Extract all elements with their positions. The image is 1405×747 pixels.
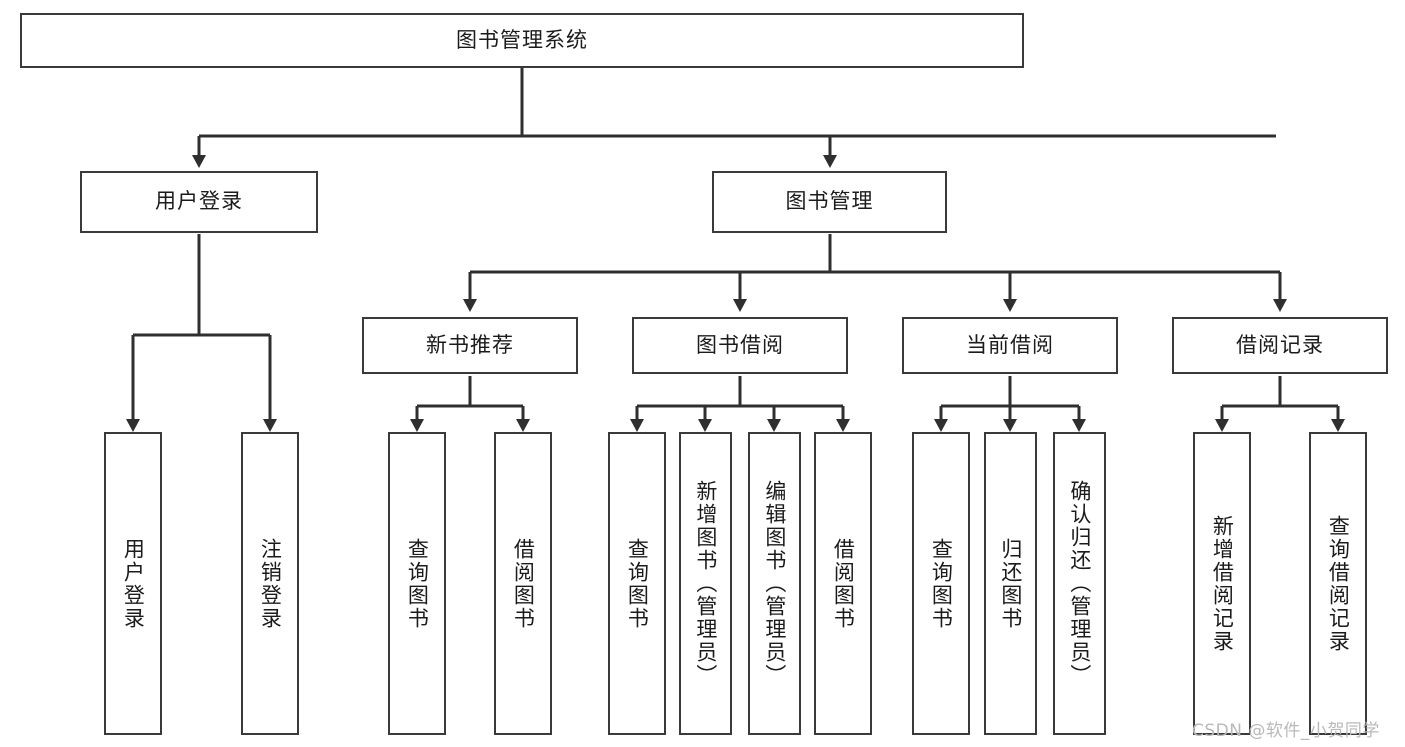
node-label: 用户登录 <box>155 189 243 214</box>
leaf-borrow-book[interactable]: 借阅图书 <box>814 432 872 735</box>
node-book-borrow[interactable]: 图书借阅 <box>632 317 848 374</box>
leaf-logout-login[interactable]: 注销登录 <box>241 432 299 735</box>
node-label: 查询图书 <box>405 537 430 630</box>
node-user-login[interactable]: 用户登录 <box>80 171 318 233</box>
leaf-query-borrow-record[interactable]: 查询借阅记录 <box>1309 432 1367 735</box>
node-label: 用户登录 <box>121 537 146 630</box>
node-book-management[interactable]: 图书管理 <box>712 171 947 233</box>
node-label: 归还图书 <box>998 537 1023 630</box>
node-new-book-recommend[interactable]: 新书推荐 <box>362 317 578 374</box>
leaf-query-book-current[interactable]: 查询图书 <box>912 432 970 735</box>
node-label: 新书推荐 <box>426 332 514 357</box>
csdn-watermark: CSDN @软件_小贺同学 <box>1192 721 1380 741</box>
node-label: 编辑图书（管理员） <box>762 480 787 687</box>
leaf-add-book-admin[interactable]: 新增图书（管理员） <box>679 432 732 735</box>
node-label: 查询图书 <box>929 537 954 630</box>
node-label: 查询借阅记录 <box>1326 514 1351 653</box>
node-label: 图书管理系统 <box>456 27 588 52</box>
leaf-query-book-borrow[interactable]: 查询图书 <box>608 432 666 735</box>
node-label: 查询图书 <box>625 537 650 630</box>
node-label: 借阅图书 <box>511 537 536 630</box>
node-label: 注销登录 <box>258 537 283 630</box>
node-root-book-management-system[interactable]: 图书管理系统 <box>20 13 1024 68</box>
leaf-borrow-book-recommend[interactable]: 借阅图书 <box>494 432 552 735</box>
node-current-borrow[interactable]: 当前借阅 <box>902 317 1118 374</box>
leaf-edit-book-admin[interactable]: 编辑图书（管理员） <box>748 432 801 735</box>
node-label: 当前借阅 <box>966 332 1054 357</box>
node-label: 借阅记录 <box>1236 332 1324 357</box>
node-label: 图书管理 <box>785 189 874 214</box>
node-label: 新增图书（管理员） <box>693 480 718 687</box>
node-label: 图书借阅 <box>696 332 784 357</box>
leaf-query-book-recommend[interactable]: 查询图书 <box>388 432 446 735</box>
leaf-confirm-return-admin[interactable]: 确认归还（管理员） <box>1053 432 1106 735</box>
node-label: 新增借阅记录 <box>1210 514 1235 653</box>
leaf-user-login[interactable]: 用户登录 <box>104 432 162 735</box>
node-borrow-record[interactable]: 借阅记录 <box>1172 317 1388 374</box>
node-label: 确认归还（管理员） <box>1067 480 1092 687</box>
node-label: 借阅图书 <box>831 537 856 630</box>
leaf-return-book[interactable]: 归还图书 <box>984 432 1037 735</box>
leaf-add-borrow-record[interactable]: 新增借阅记录 <box>1193 432 1251 735</box>
